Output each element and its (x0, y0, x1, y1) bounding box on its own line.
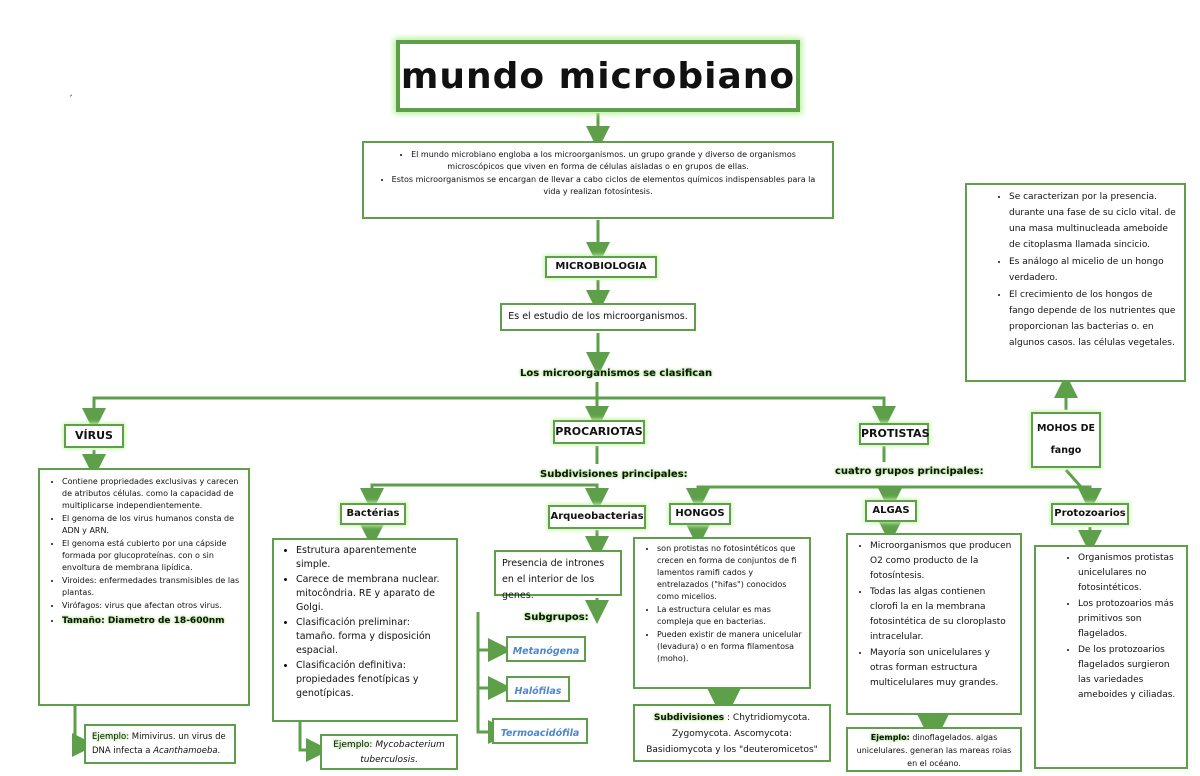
subdiv-text: : Chytridiomycota. Zygomycota. Ascomycot… (646, 713, 818, 755)
virus-item: Contiene propriedades exclusivas y carec… (62, 476, 242, 512)
subgrupos-label: Subgrupos: (524, 612, 589, 623)
bacterias-item: Clasificación preliminar: tamaño. forma … (296, 616, 450, 658)
subgroup-box: Termoacidófila (492, 718, 588, 744)
bacterias-item: Carece de membrana nuclear. mitocôndria.… (296, 573, 450, 615)
hongos-label: HONGOS (669, 503, 731, 525)
bacterias-label: Bactérias (340, 503, 406, 525)
ejemplo-label: Ejemplo: (333, 740, 373, 750)
subdiv-label: Subdivisiones (653, 713, 725, 723)
hongos-item: La estructura celular es mas compleja qu… (657, 604, 803, 628)
estudio-text: Es el estudio de los microorganismos. (508, 311, 688, 322)
virus-box: Contiene propriedades exclusivas y carec… (38, 468, 250, 706)
subgroup-box: Halófilas (506, 676, 570, 702)
hongos-item: Pueden existir de manera unicelular (lev… (657, 629, 803, 665)
arqueo-box: Presencia de intrones en el interior de … (494, 550, 622, 601)
arqueobacterias-label: Arqueobacterias (548, 505, 646, 529)
protozoarios-item: Organismos protistas unicelulares no fot… (1078, 551, 1180, 596)
algas-item: Mayoría son unicelulares y otras forman … (870, 646, 1014, 691)
microbiologia-label: MICROBIOLOGIA (545, 256, 657, 278)
cuatro-grupos-label: cuatro grupos principales: (835, 466, 984, 477)
mohos-box: Se caracterizan por la presencia. durant… (965, 183, 1186, 382)
intro-box: El mundo microbiano engloba a los microo… (362, 141, 834, 219)
bacterias-item: Clasificación definitiva: propiedades fe… (296, 659, 450, 701)
mohos-item: Es análogo al micelio de un hongo verdad… (1009, 254, 1176, 286)
subgroup-label: Metanógena (512, 646, 580, 657)
ejemplo-label: Ejemplo: (92, 732, 130, 742)
algas-box: Microorganismos que producen O2 como pro… (846, 533, 1022, 715)
procariotas-label: PROCARIOTAS (553, 420, 645, 444)
algas-label: ALGAS (865, 500, 917, 522)
mohos-label: MOHOS DE fango (1031, 412, 1101, 468)
protozoarios-label: Protozoarios (1051, 503, 1129, 525)
intro-item: Estos microorganismos se encargan de lle… (374, 174, 822, 198)
title-box: mundo microbiano (396, 40, 800, 112)
mohos-item: El crecimiento de los hongos de fango de… (1009, 287, 1176, 351)
subgroup-label: Halófilas (514, 686, 562, 697)
ejemplo-species: Acanthamoeba (153, 746, 218, 756)
ejemplo-species: Mycobacterium tuberculosis (360, 740, 445, 765)
protozoarios-item: De los protozoarios flagelados surgieron… (1078, 643, 1180, 703)
virus-item: El genoma está cubierto por una cápside … (62, 538, 242, 574)
bacterias-box: Estrutura aparentemente simple. Carece d… (272, 538, 458, 722)
virus-item: Viroides: enfermedades transmisibles de … (62, 575, 242, 599)
virus-item: Tamaño: Diametro de 18-600nm (62, 615, 242, 627)
intro-item: El mundo microbiano engloba a los microo… (374, 149, 822, 173)
mohos-label-text: MOHOS DE fango (1036, 423, 1096, 456)
virus-item: Virófagos: virus que afectan otros virus… (62, 600, 242, 612)
ejemplo-label: Ejemplo: (870, 733, 910, 742)
protistas-label: PROTISTAS (859, 423, 930, 445)
hongos-item: son protistas no fotosintéticos que crec… (657, 543, 803, 603)
clasifican-label: Los microorganismos se clasifican (520, 368, 713, 379)
arqueo-text: Presencia de intrones en el interior de … (502, 558, 605, 601)
ejemplo-text: dinoflagelados. algas unicelulares. gene… (856, 733, 1012, 768)
algas-item: Todas las algas contienen clorofi la en … (870, 585, 1014, 645)
virus-label: VÍRUS (64, 424, 124, 448)
subdivisiones-label: Subdivisiones principales: (540, 469, 688, 480)
page-title: mundo microbiano (400, 55, 796, 97)
protozoarios-item: Los protozoarios más primitivos son flag… (1078, 597, 1180, 642)
bacterias-example-box: Ejemplo: Mycobacterium tuberculosis. (320, 734, 458, 770)
ejemplo-text: Mimivirus. un virus de DNA infecta a (92, 732, 226, 756)
protozoarios-box: Organismos protistas unicelulares no fot… (1034, 545, 1188, 769)
virus-example-box: Ejemplo: Mimivirus. un virus de DNA infe… (84, 724, 236, 764)
hongos-subdiv-box: Subdivisiones : Chytridiomycota. Zygomyc… (633, 704, 831, 762)
hongos-box: son protistas no fotosintéticos que crec… (633, 537, 811, 689)
subgroup-box: Metanógena (506, 636, 586, 662)
algas-example-box: Ejemplo: dinoflagelados. algas unicelula… (846, 727, 1022, 772)
bacterias-item: Estrutura aparentemente simple. (296, 544, 450, 572)
subgroup-label: Termoacidófila (500, 728, 580, 739)
virus-item: El genoma de los virus humanos consta de… (62, 513, 242, 537)
corner-mark: ˏ (68, 86, 73, 97)
mohos-item: Se caracterizan por la presencia. durant… (1009, 189, 1176, 253)
algas-item: Microorganismos que producen O2 como pro… (870, 539, 1014, 584)
estudio-box: Es el estudio de los microorganismos. (500, 303, 696, 331)
